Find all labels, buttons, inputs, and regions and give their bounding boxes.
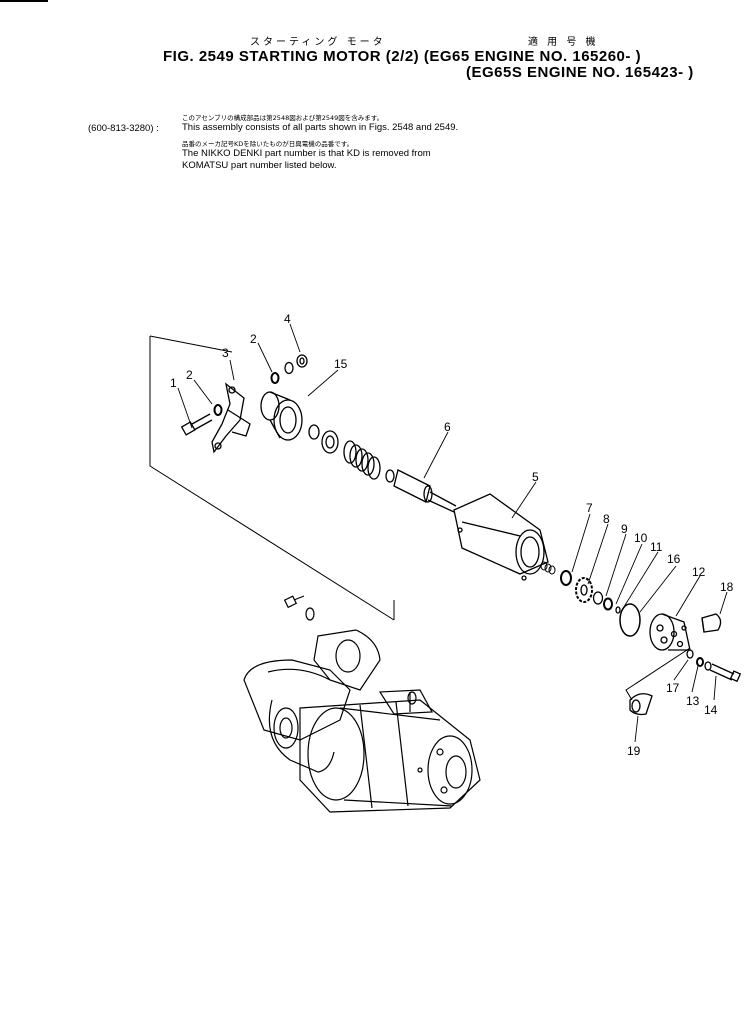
part-1-bolt bbox=[180, 413, 213, 436]
callout-19: 19 bbox=[627, 744, 641, 758]
o-ring bbox=[308, 424, 320, 440]
part-2-washer-right bbox=[270, 372, 280, 384]
callout-2-right: 2 bbox=[250, 332, 257, 346]
sleeve bbox=[321, 430, 339, 454]
callout-12: 12 bbox=[692, 565, 706, 579]
callout-17: 17 bbox=[666, 681, 680, 695]
note-japanese-2: 品番のメーカ記号KDを除いたものが日興電機の品番です。 bbox=[182, 140, 354, 148]
corner-mark bbox=[0, 0, 48, 2]
callout-11: 11 bbox=[650, 540, 663, 554]
callout-2-left: 2 bbox=[186, 368, 193, 382]
callout-5: 5 bbox=[532, 470, 539, 484]
part-4-nut-ring bbox=[284, 361, 294, 375]
title-japanese: スターティング モータ bbox=[250, 37, 386, 48]
callout-4: 4 bbox=[284, 312, 291, 326]
part-13-washer bbox=[696, 657, 704, 667]
callout-6: 6 bbox=[444, 420, 451, 434]
part-3-lever bbox=[211, 382, 251, 454]
part-18-cap bbox=[701, 613, 722, 633]
note-japanese-1: このアセンブリの構成部品は第2548図および第2549図を含みます。 bbox=[182, 114, 384, 122]
part-2-washer-left bbox=[213, 404, 223, 416]
part-19-boot bbox=[629, 693, 653, 716]
part-5-solenoid-housing bbox=[453, 493, 549, 581]
note-english-3: KOMATSU part number listed below. bbox=[182, 160, 337, 171]
part-6-plunger bbox=[385, 469, 457, 513]
assembled-motor bbox=[243, 595, 481, 813]
part-7-washer bbox=[560, 570, 572, 586]
callout-7: 7 bbox=[586, 501, 593, 515]
part-12-terminal-cover bbox=[649, 613, 691, 651]
part-9-washer bbox=[592, 591, 604, 605]
applicability-line-2: (EG65S ENGINE NO. 165423- ) bbox=[466, 64, 694, 81]
part-17-washer bbox=[686, 649, 694, 659]
callout-13: 13 bbox=[686, 694, 700, 708]
callout-10: 10 bbox=[634, 531, 648, 545]
part-14-screw bbox=[704, 661, 742, 683]
spring bbox=[343, 440, 381, 480]
callout-1: 1 bbox=[170, 376, 177, 390]
note-english-1: This assembly consists of all parts show… bbox=[182, 122, 459, 133]
part-8-gear bbox=[575, 577, 593, 603]
small-spring bbox=[540, 561, 556, 575]
callout-3: 3 bbox=[222, 346, 229, 360]
part-11-ring bbox=[615, 606, 621, 614]
callout-16: 16 bbox=[667, 552, 681, 566]
callout-18: 18 bbox=[720, 580, 734, 594]
part-16-o-ring bbox=[619, 603, 641, 637]
note-english-2: The NIKKO DENKI part number is that KD i… bbox=[182, 148, 431, 159]
part-4-nut bbox=[296, 354, 308, 368]
callout-15: 15 bbox=[334, 357, 348, 371]
callout-9: 9 bbox=[621, 522, 628, 536]
leader-lines bbox=[177, 323, 728, 743]
figure-title: FIG. 2549 STARTING MOTOR (2/2) (EG65 ENG… bbox=[163, 48, 642, 65]
applicable-japanese: 適 用 号 機 bbox=[528, 37, 599, 48]
part-15-boot bbox=[260, 391, 303, 441]
assembly-part-number: (600-813-3280) : bbox=[88, 123, 159, 134]
exploded-group-boundary bbox=[149, 335, 691, 701]
part-10-washer bbox=[603, 597, 613, 611]
callout-8: 8 bbox=[603, 512, 610, 526]
callout-14: 14 bbox=[704, 703, 718, 717]
